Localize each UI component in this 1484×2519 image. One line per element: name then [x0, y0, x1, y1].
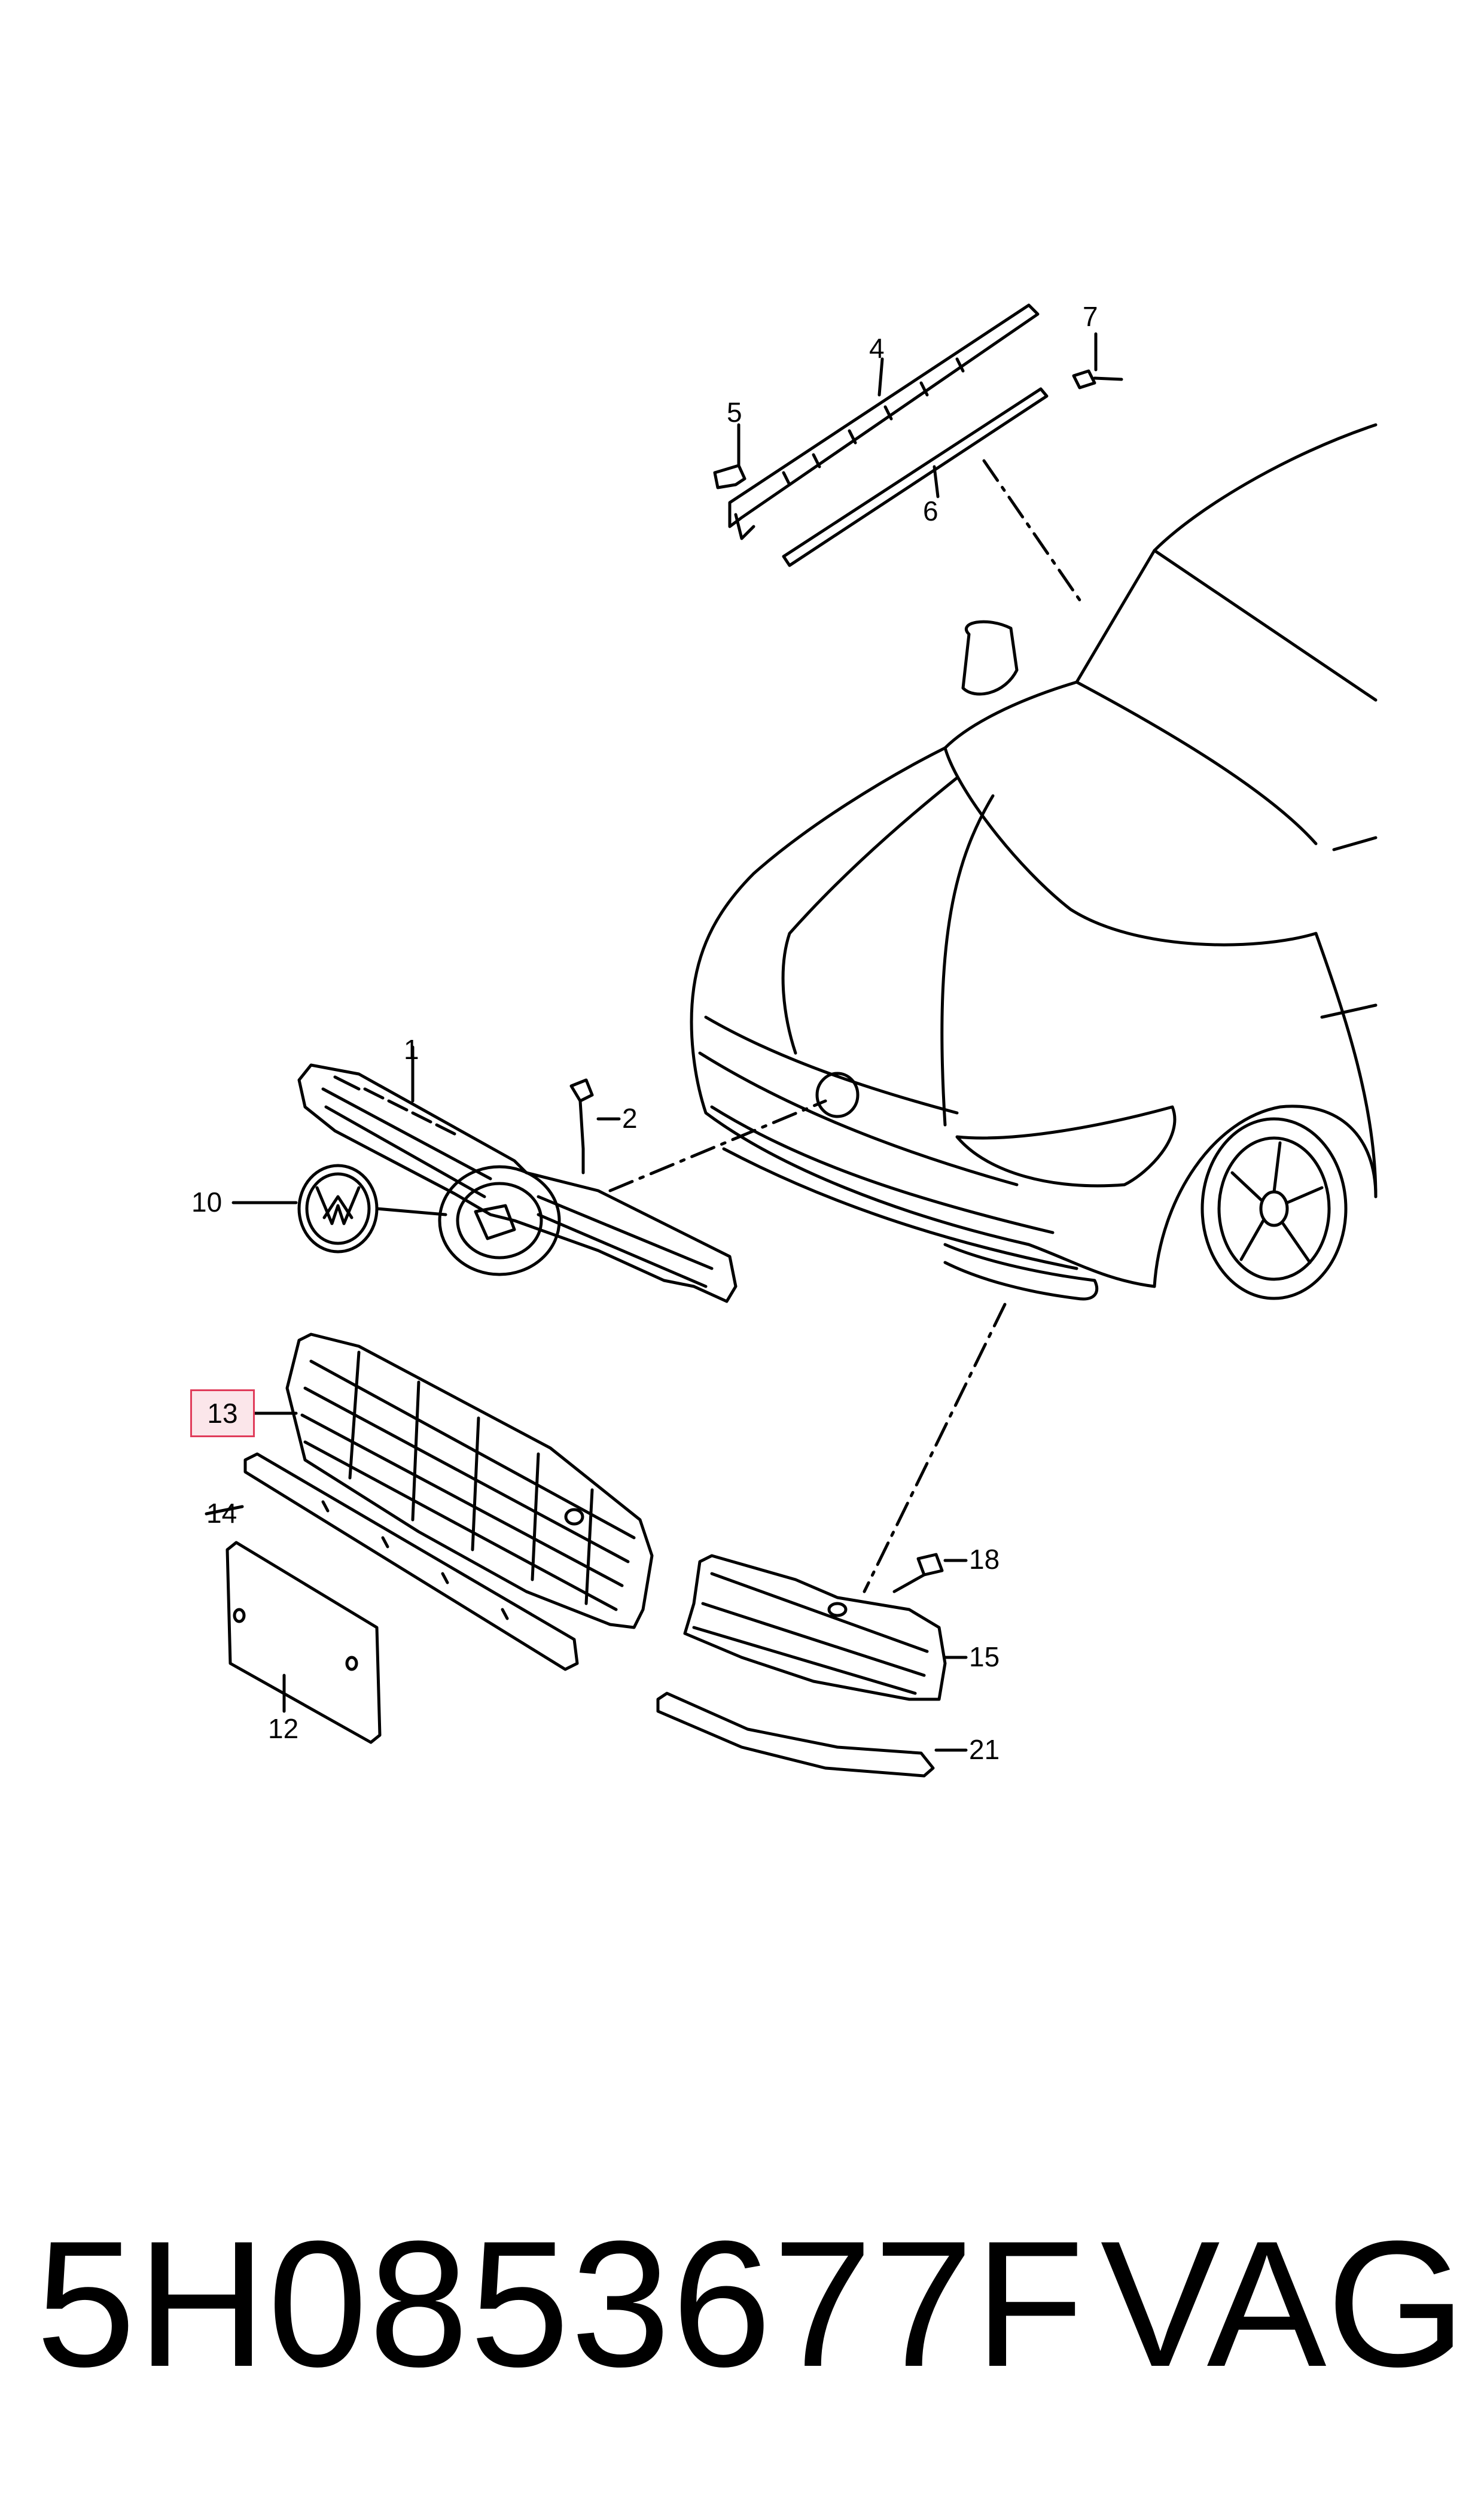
car-illustration [690, 423, 1378, 1301]
brand-label: VAG [1100, 2203, 1466, 2404]
callout-12: 12 [268, 1713, 298, 1744]
callout-14: 14 [206, 1498, 237, 1529]
part-number: 5H0853677F [36, 2203, 1086, 2404]
callout-10: 10 [191, 1187, 222, 1218]
side-grille [656, 1303, 1007, 1778]
callout-6: 6 [923, 495, 938, 527]
windshield-trim-parts [713, 303, 1123, 606]
callout-15: 15 [969, 1641, 1000, 1672]
callout-4: 4 [869, 333, 885, 364]
callout-7: 7 [1083, 301, 1098, 332]
lower-trim-strip [205, 1452, 579, 1671]
upper-grille [297, 1045, 827, 1303]
callout-18: 18 [969, 1544, 1000, 1575]
licence-plate-bracket [226, 1541, 382, 1744]
callout-labels: 1 2 4 5 6 7 10 12 14 15 18 21 [191, 301, 1098, 1765]
vw-emblem [231, 1164, 447, 1254]
callout-1: 1 [404, 1034, 419, 1065]
callout-5: 5 [727, 397, 742, 428]
callout-2: 2 [622, 1103, 638, 1134]
highlighted-callout-13: 13 [190, 1389, 255, 1437]
callout-13-label: 13 [207, 1398, 238, 1429]
callout-21: 21 [969, 1734, 1000, 1765]
lower-grille [249, 1332, 654, 1629]
